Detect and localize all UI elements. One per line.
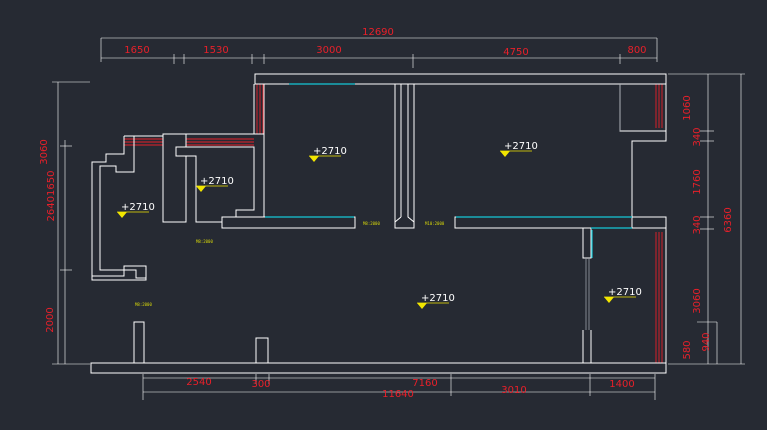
elevation-left-room: +2710 bbox=[121, 202, 155, 213]
dimension-label-bottom-300: 300 bbox=[251, 379, 270, 390]
dimension-label-top-800: 800 bbox=[627, 45, 646, 56]
dimension-label-top-1650: 1650 bbox=[124, 45, 149, 56]
dimension-label-right-340-b: 340 bbox=[692, 215, 703, 234]
elevation-living: +2710 bbox=[421, 293, 455, 304]
dimension-label-right-1060: 1060 bbox=[682, 95, 693, 120]
dimension-label-bottom-7160: 7160 bbox=[412, 378, 437, 389]
dimension-label-right-940: 940 bbox=[701, 332, 712, 351]
dimension-label-right-6360: 6360 bbox=[723, 207, 734, 232]
elevation-triangle-elevation-left-room bbox=[117, 212, 127, 218]
elevation-triangle-elevation-room-b bbox=[500, 151, 510, 157]
dimension-label-right-3060: 3060 bbox=[692, 288, 703, 313]
note-1: M8:2000 bbox=[196, 239, 213, 244]
dimension-label-bottom-total: 11640 bbox=[382, 389, 414, 400]
elevation-balcony: +2710 bbox=[608, 287, 642, 298]
note-4: M8:2000 bbox=[135, 302, 152, 307]
dimension-lines bbox=[52, 37, 745, 400]
walls bbox=[90, 73, 667, 374]
elevation-labels: +2710 +2710 +2710 +2710 +2710 +2710 bbox=[121, 141, 642, 304]
note-2: M8:2000 bbox=[363, 221, 380, 226]
elevation-room-b: +2710 bbox=[504, 141, 538, 152]
dimension-label-right-1760: 1760 bbox=[692, 169, 703, 194]
dimension-label-right-340-a: 340 bbox=[692, 127, 703, 146]
dimension-label-top-1530: 1530 bbox=[203, 45, 228, 56]
dimension-label-bottom-2540: 2540 bbox=[186, 377, 211, 388]
dimension-label-left-2000: 2000 bbox=[45, 307, 56, 332]
dimension-label-top-3000: 3000 bbox=[316, 45, 341, 56]
dimension-label-bottom-1400: 1400 bbox=[609, 379, 634, 390]
dimension-label-right-580: 580 bbox=[682, 340, 693, 359]
elevation-triangle-elevation-living bbox=[417, 303, 427, 309]
window-lines bbox=[124, 84, 663, 363]
elevation-markers bbox=[117, 150, 636, 309]
dimension-labels: 12690 1650 1530 3000 4750 800 2540 300 7160 3010 1… bbox=[39, 27, 734, 400]
elevation-entry: +2710 bbox=[200, 176, 234, 187]
note-3: M10:2000 bbox=[425, 221, 445, 226]
dimension-label-bottom-3010: 3010 bbox=[501, 385, 526, 396]
elevation-triangle-elevation-room-a bbox=[309, 156, 319, 162]
dimension-label-left-3060: 3060 bbox=[39, 139, 50, 164]
elevation-triangle-elevation-entry bbox=[196, 186, 206, 192]
elevation-triangle-elevation-balcony bbox=[604, 297, 614, 303]
dimension-label-top-4750: 4750 bbox=[503, 47, 528, 58]
glass-lines bbox=[265, 83, 632, 258]
elevation-room-a: +2710 bbox=[313, 146, 347, 157]
dimension-label-left-2640-1650: 26401650 bbox=[46, 171, 57, 222]
dimension-label-top-total: 12690 bbox=[362, 27, 394, 38]
